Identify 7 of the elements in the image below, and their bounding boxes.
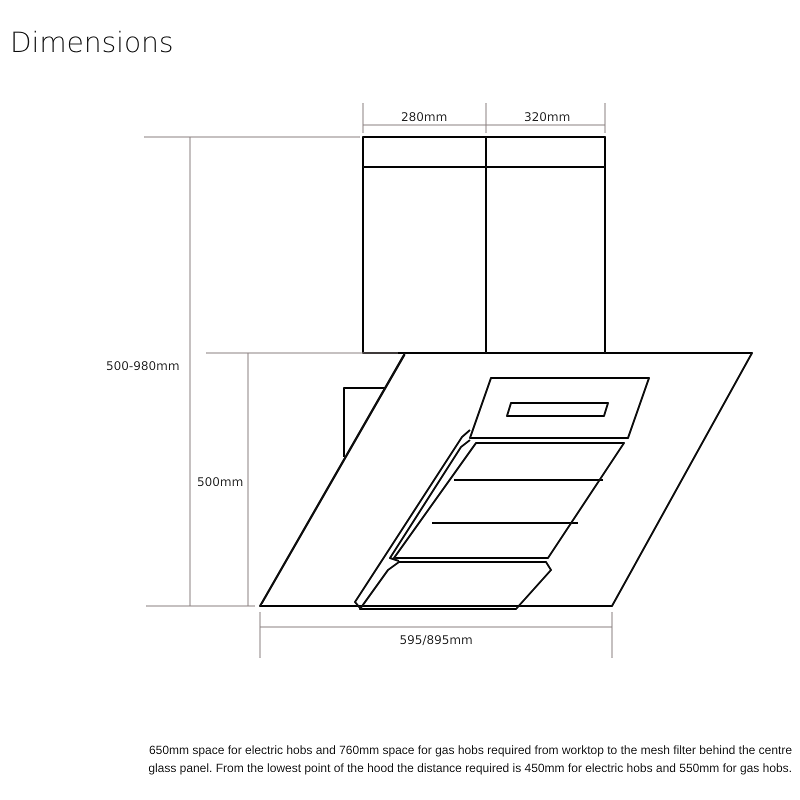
dimension-label: 320mm — [524, 110, 570, 124]
dimension-label: 280mm — [401, 110, 448, 124]
dimension-label: 595/895mm — [400, 633, 473, 647]
dimension-label: 500-980mm — [106, 359, 180, 373]
caption: 650mm space for electric hobs and 760mm space for gas hobs required from worktop to the mesh filter behind the centre glass panel. From the lowest point of the hood the distance required is 450mm for electric hobs and 550mm for gas hobs. — [147, 742, 792, 777]
title: Dimensions — [10, 26, 174, 59]
dimension-label: 500mm — [197, 475, 244, 489]
